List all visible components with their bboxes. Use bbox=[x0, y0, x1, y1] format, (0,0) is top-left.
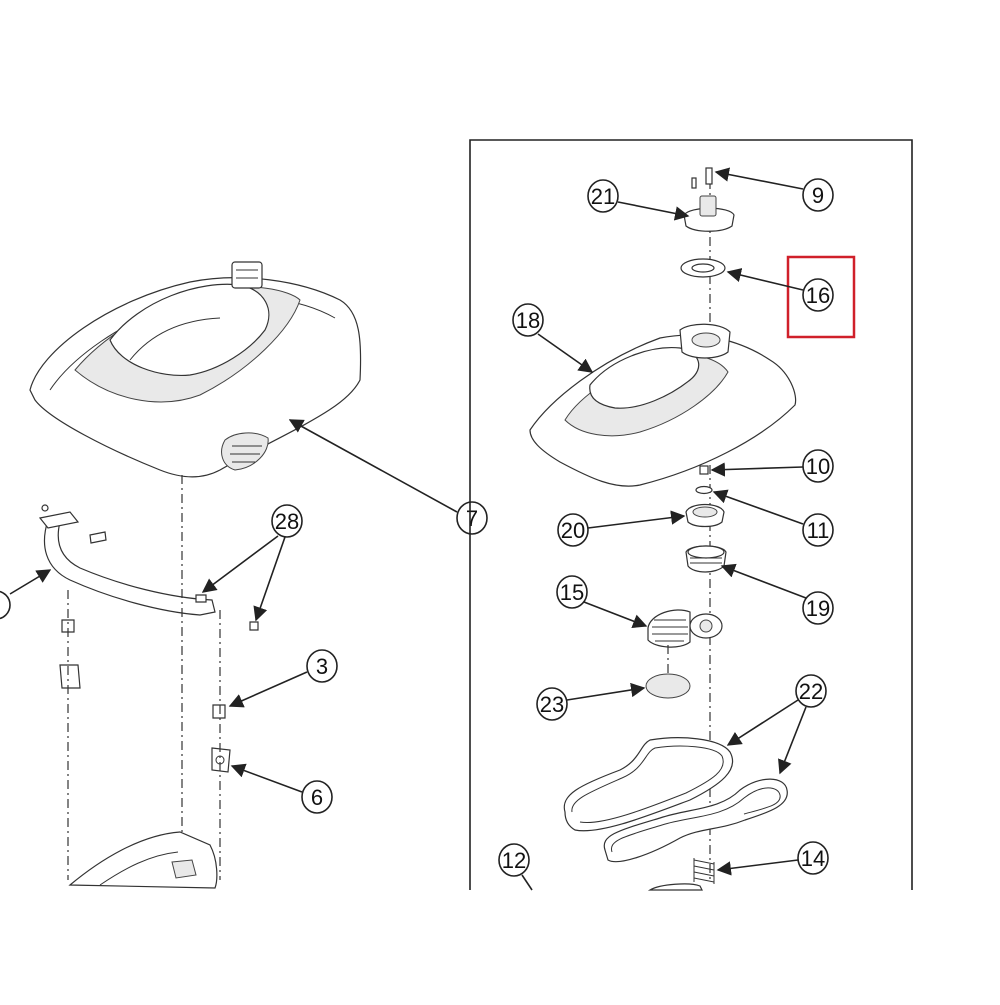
callout-15: 20 bbox=[557, 510, 686, 547]
highlight-box bbox=[786, 255, 856, 339]
callout-20: 14 bbox=[716, 841, 829, 876]
lid-part-18 bbox=[529, 323, 797, 487]
callout-6-label: 6 bbox=[311, 785, 323, 810]
filter-part-14 bbox=[647, 609, 723, 648]
callout-21: 16 bbox=[726, 255, 856, 339]
callout-12-label: 12 bbox=[502, 848, 526, 873]
callout-3: 3 bbox=[228, 649, 338, 708]
right-detail-panel: 9 21 16 18 10 11 bbox=[469, 139, 913, 891]
callout-6: 6 bbox=[230, 763, 333, 814]
callout-9: 9 bbox=[714, 167, 834, 212]
callout-14: 15 bbox=[556, 575, 648, 629]
callout-12: 12 bbox=[498, 843, 533, 891]
main-cover-part bbox=[29, 261, 362, 478]
base-housing-part bbox=[68, 831, 218, 889]
screw-part-10 bbox=[699, 465, 709, 475]
ring-part-19 bbox=[685, 545, 727, 573]
callout-18: 18 bbox=[512, 303, 594, 373]
callout-11-label: 11 bbox=[807, 518, 830, 543]
washer-part-21 bbox=[680, 258, 726, 278]
callout-14-label: 15 bbox=[560, 580, 584, 605]
callout-21-label: 16 bbox=[806, 283, 830, 308]
callout-7-label: 7 bbox=[466, 506, 478, 531]
washer-part-11 bbox=[695, 485, 713, 495]
callout-16: 21 bbox=[587, 179, 690, 221]
left-assembly: 28 3 6 7 bbox=[0, 261, 488, 889]
pin-part-9 bbox=[691, 167, 713, 189]
callout-10-label: 10 bbox=[806, 454, 830, 479]
offscreen-callout bbox=[0, 590, 11, 620]
base-part-12 bbox=[647, 883, 703, 891]
callout-10: 10 bbox=[710, 449, 834, 483]
callout-7: 7 bbox=[288, 419, 488, 535]
callout-11: 11 bbox=[712, 489, 834, 547]
callout-20-label: 14 bbox=[801, 846, 825, 871]
left-fasteners bbox=[59, 594, 259, 773]
callout-22-label: 22 bbox=[799, 679, 823, 704]
spring-part-20 bbox=[693, 858, 715, 884]
handle-bar-part bbox=[38, 504, 216, 616]
cap-part-15 bbox=[685, 503, 725, 528]
callout-22: 22 bbox=[726, 674, 827, 775]
callout-19-label: 19 bbox=[806, 596, 830, 621]
callout-18-label: 18 bbox=[516, 308, 540, 333]
disc-part-23 bbox=[645, 673, 691, 699]
callout-3-label: 3 bbox=[316, 654, 328, 679]
gasket-part-22 bbox=[563, 737, 788, 863]
callout-19: 19 bbox=[720, 563, 834, 625]
callout-28-label: 28 bbox=[275, 509, 299, 534]
callout-16-label: 21 bbox=[591, 184, 615, 209]
callout-23-label: 23 bbox=[540, 692, 564, 717]
callout-23: 23 bbox=[536, 682, 646, 721]
callout-15-label: 20 bbox=[561, 518, 585, 543]
callout-9-label: 9 bbox=[812, 183, 824, 208]
callout-28: 28 bbox=[201, 504, 303, 622]
knob-part-16 bbox=[683, 195, 735, 232]
